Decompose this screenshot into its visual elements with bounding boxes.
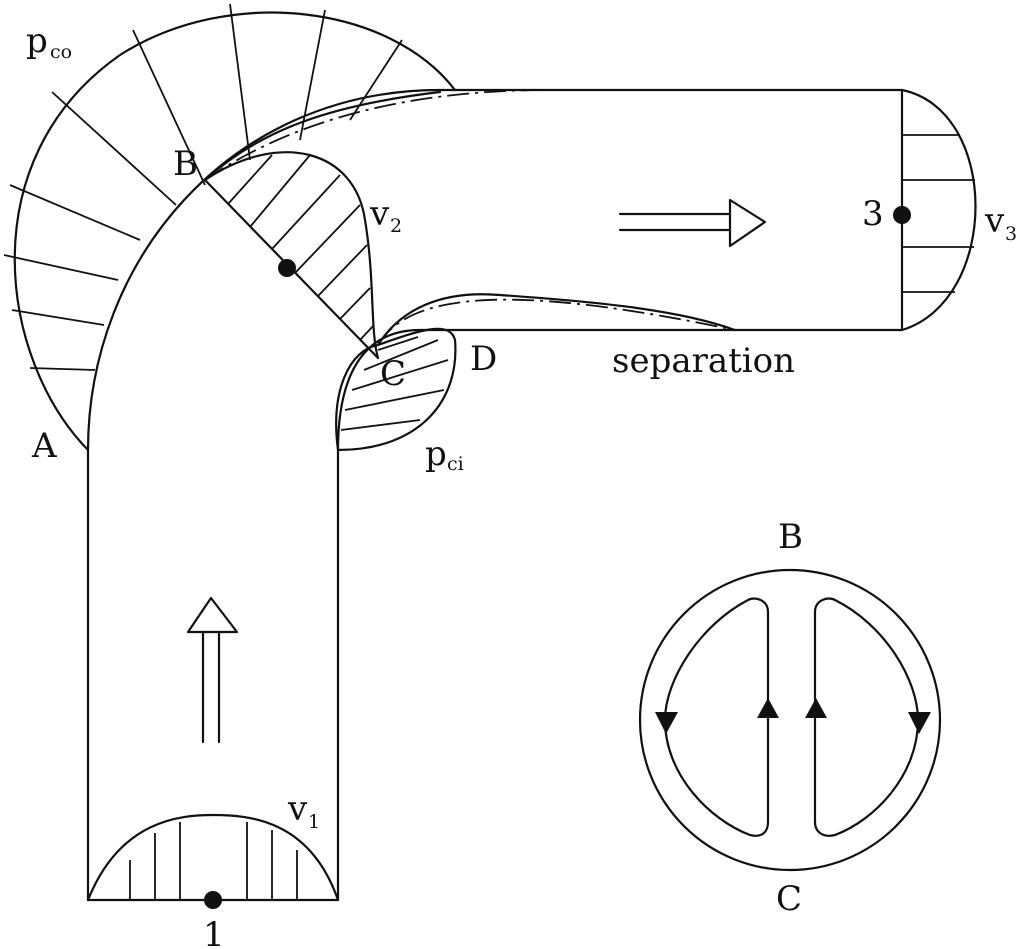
label-section-C: C <box>776 879 802 919</box>
label-D: D <box>470 339 497 379</box>
label-v1: v <box>287 789 308 829</box>
pipe-outline <box>86 88 904 902</box>
velocity-profile-v1 <box>86 813 340 909</box>
label-C: C <box>380 354 406 394</box>
text-labels: p co B A C D p ci v 2 v 3 v 1 3 1 separa… <box>26 21 1017 949</box>
label-section-B: B <box>778 517 803 557</box>
label-station-3: 3 <box>862 194 884 234</box>
secondary-flow-cross-section <box>638 568 942 872</box>
label-A: A <box>31 426 57 466</box>
label-v1-subscript: 1 <box>308 811 320 833</box>
separated-jet-lower <box>376 293 737 347</box>
velocity-profile-v3 <box>893 88 977 332</box>
label-station-1: 1 <box>203 915 225 949</box>
label-v3: v <box>984 201 1005 241</box>
label-v3-subscript: 3 <box>1005 223 1017 245</box>
label-B: B <box>173 144 198 184</box>
label-v2: v <box>369 194 390 234</box>
station-1-point <box>204 891 222 909</box>
station-2-point <box>278 259 296 277</box>
vortex-right <box>813 597 920 837</box>
separated-jet-upper <box>203 90 442 182</box>
station-3-point <box>893 206 911 224</box>
label-v2-subscript: 2 <box>390 215 402 237</box>
separation-dashline-upper <box>204 89 551 181</box>
separated-flow-region <box>203 89 737 347</box>
flow-arrow-right <box>618 198 767 248</box>
label-p-ci-subscript: ci <box>447 453 464 475</box>
label-p-co-subscript: co <box>50 41 72 63</box>
inner-pressure-distribution <box>335 327 457 452</box>
label-p-co: p <box>26 21 48 61</box>
label-p-ci: p <box>425 434 447 474</box>
separation-dashline-lower <box>377 298 736 346</box>
pipe-outer-wall <box>86 88 904 902</box>
flow-arrow-up <box>186 596 239 744</box>
vortex-left <box>663 597 770 837</box>
label-separation: separation <box>612 341 795 381</box>
pipe-inner-wall <box>336 328 904 902</box>
velocity-profile-v2 <box>203 151 380 360</box>
